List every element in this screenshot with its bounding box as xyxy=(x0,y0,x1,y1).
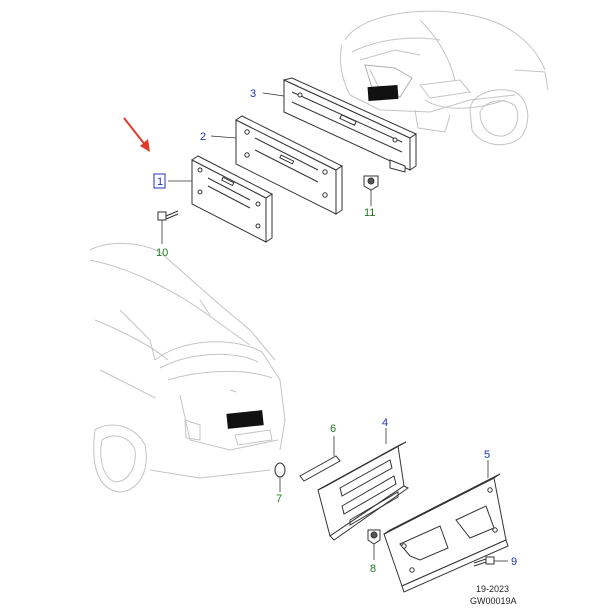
callout-5: 5 xyxy=(484,449,490,461)
callout-1-box xyxy=(153,173,166,189)
part-10-screw xyxy=(157,210,179,221)
callout-4: 4 xyxy=(382,417,388,429)
callout-8: 8 xyxy=(370,563,376,575)
callout-6: 6 xyxy=(330,423,336,435)
part-1-plate-mount xyxy=(191,155,273,243)
part-5-rear-mount xyxy=(383,473,509,593)
callout-1: 1 xyxy=(157,176,163,188)
part-3-front-bracket xyxy=(282,77,418,173)
part-8-clip xyxy=(367,529,381,545)
callout-10: 10 xyxy=(156,247,168,259)
callout-11: 11 xyxy=(364,207,375,219)
rear-license-plate-illustration xyxy=(226,410,264,429)
diagram-date: 19-2023 xyxy=(476,584,510,594)
front-license-plate-illustration xyxy=(367,84,399,102)
callout-9: 9 xyxy=(511,556,517,568)
part-9-screw xyxy=(473,556,495,567)
front-vehicle-illustration xyxy=(339,10,549,146)
rear-vehicle-illustration xyxy=(89,242,286,493)
part-2-front-plate xyxy=(235,115,343,215)
diagram-code: GW00019A xyxy=(470,596,517,606)
callout-3: 3 xyxy=(250,88,256,100)
part-7-grommet xyxy=(274,462,286,478)
callout-7: 7 xyxy=(276,493,282,505)
pointer-arrow xyxy=(123,117,150,152)
callout-2: 2 xyxy=(200,131,206,143)
part-11-clip xyxy=(363,175,379,191)
leader-lines xyxy=(161,92,508,562)
part-4-rear-bracket xyxy=(317,441,409,541)
part-6-strip xyxy=(299,455,341,482)
